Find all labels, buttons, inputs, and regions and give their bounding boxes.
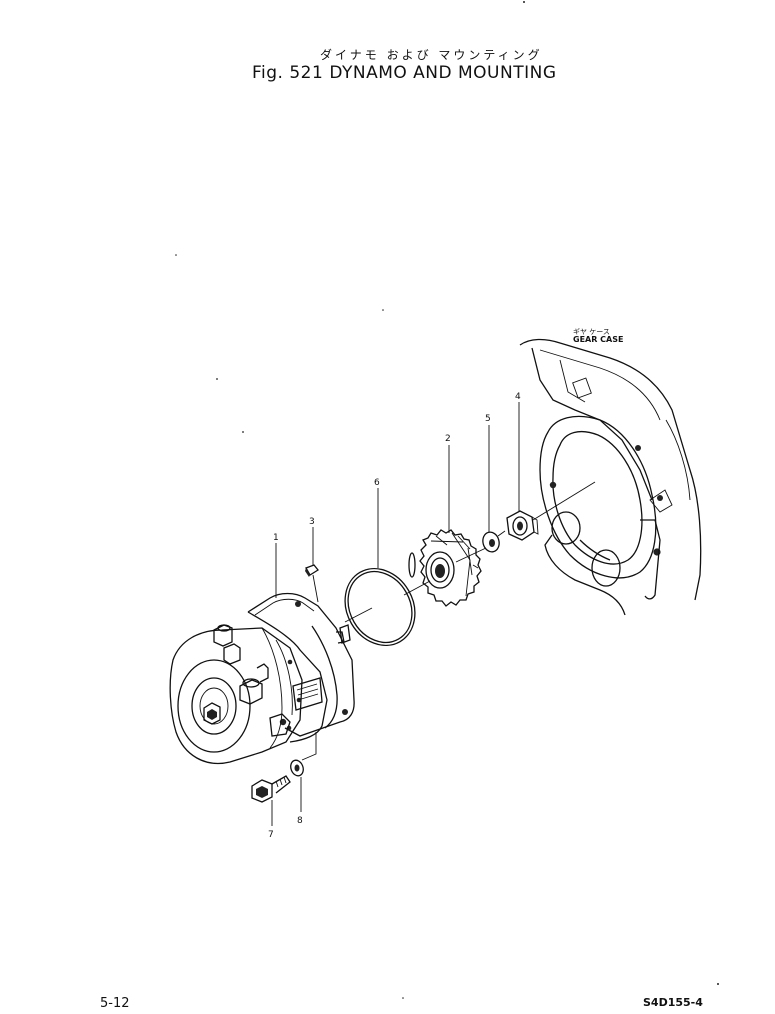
bolt	[251, 775, 291, 803]
callout-6: 6	[374, 478, 380, 488]
callout-4: 4	[515, 392, 521, 402]
dynamo	[169, 592, 355, 764]
callout-1: 1	[273, 533, 279, 543]
spring-washer	[290, 759, 304, 777]
title-japanese: ダイナモ および マウンティング	[320, 48, 543, 62]
gear-case-label-jp: ギヤ ケース	[573, 328, 610, 336]
washer	[482, 531, 500, 553]
figure-title-text: DYNAMO AND MOUNTING	[329, 63, 557, 83]
callout-7: 7	[268, 830, 274, 840]
page-number: 5-12	[100, 996, 130, 1011]
drive-gear	[408, 529, 482, 607]
o-ring	[344, 567, 416, 647]
document-code: S4D155-4	[643, 996, 703, 1009]
callout-2: 2	[445, 434, 451, 444]
woodruff-key	[305, 564, 319, 577]
gear-case	[519, 338, 702, 616]
gear-case-label: GEAR CASE	[573, 335, 623, 344]
figure-number: Fig. 521	[252, 63, 324, 83]
nut	[506, 510, 539, 541]
callout-3: 3	[309, 517, 315, 527]
callout-5: 5	[485, 414, 491, 424]
callout-8: 8	[297, 816, 303, 826]
